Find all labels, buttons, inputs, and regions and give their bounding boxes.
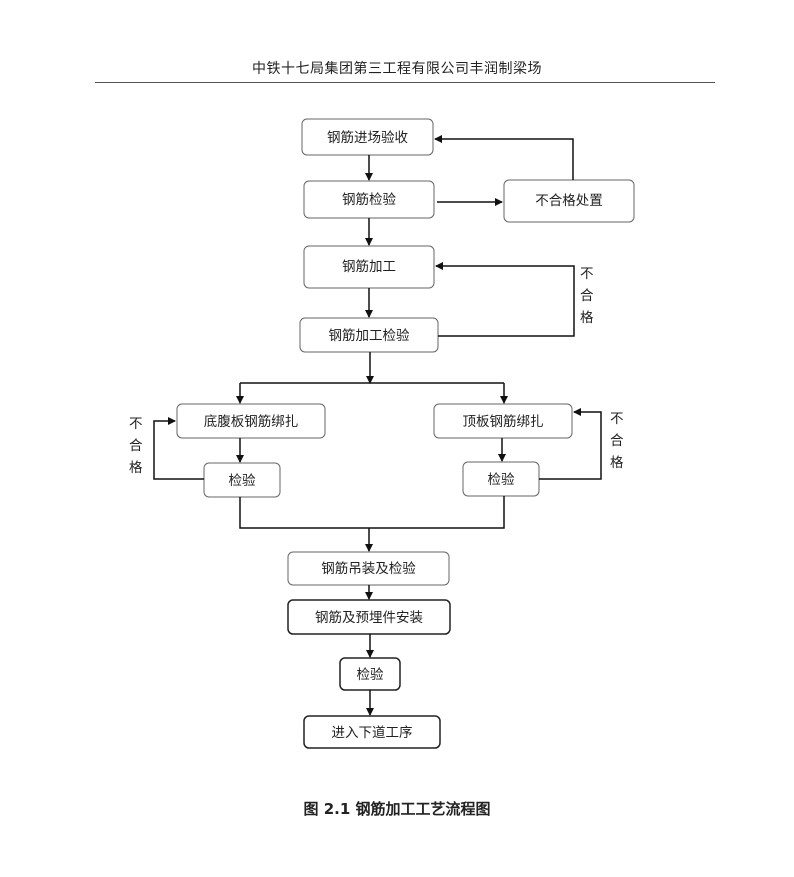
- svg-text:格: 格: [129, 460, 143, 476]
- svg-text:钢筋及预埋件安装: 钢筋及预埋件安装: [315, 609, 423, 626]
- node-inspection-left: 检验: [203, 462, 281, 498]
- svg-text:格: 格: [580, 310, 594, 326]
- node-embedded-install: 钢筋及预埋件安装: [287, 599, 451, 635]
- node-bottom-web-binding: 底腹板钢筋绑扎: [176, 403, 326, 439]
- figure-caption: 图 2.1 钢筋加工工艺流程图: [303, 800, 491, 818]
- node-rebar-inspection: 钢筋检验: [303, 180, 435, 219]
- node-next-process: 进入下道工序: [303, 715, 441, 749]
- svg-text:合: 合: [610, 433, 624, 449]
- svg-text:检验: 检验: [229, 473, 256, 489]
- svg-text:检验: 检验: [357, 667, 384, 683]
- svg-text:顶板钢筋绑扎: 顶板钢筋绑扎: [463, 413, 544, 430]
- svg-text:不合格处置: 不合格处置: [535, 193, 603, 209]
- page-header: 中铁十七局集团第三工程有限公司丰润制梁场: [252, 61, 542, 77]
- arrow-nonconforming-return: [434, 135, 574, 180]
- svg-text:钢筋进场验收: 钢筋进场验收: [327, 129, 408, 146]
- node-processing: 钢筋加工: [303, 245, 435, 289]
- svg-text:合: 合: [580, 288, 594, 304]
- svg-text:合: 合: [129, 438, 143, 454]
- svg-text:进入下道工序: 进入下道工序: [332, 725, 413, 741]
- node-top-slab-binding: 顶板钢筋绑扎: [433, 403, 573, 439]
- svg-text:钢筋加工检验: 钢筋加工检验: [329, 327, 410, 344]
- label-fail-processing: 不 合 格: [580, 266, 594, 326]
- arrow-left-fail-loop: [153, 417, 204, 480]
- arrow-processing-fail-loop: [435, 262, 575, 337]
- label-fail-left: 不 合 格: [129, 416, 143, 476]
- svg-text:钢筋吊装及检验: 钢筋吊装及检验: [321, 560, 416, 577]
- arrow-right-fail-loop: [539, 408, 602, 480]
- svg-text:不: 不: [610, 411, 624, 427]
- node-processing-inspection: 钢筋加工检验: [299, 317, 439, 353]
- svg-text:检验: 检验: [488, 472, 516, 488]
- node-nonconforming: 不合格处置: [503, 179, 635, 223]
- svg-text:格: 格: [610, 455, 624, 471]
- svg-text:钢筋加工: 钢筋加工: [342, 258, 396, 275]
- node-incoming-inspection: 钢筋进场验收: [301, 118, 434, 156]
- header-rule: [95, 82, 715, 83]
- node-inspection-final: 检验: [339, 657, 401, 691]
- node-hoisting-inspection: 钢筋吊装及检验: [287, 551, 450, 586]
- svg-text:钢筋检验: 钢筋检验: [342, 191, 396, 208]
- node-inspection-right: 检验: [462, 461, 540, 497]
- merge-line: [239, 496, 505, 529]
- svg-text:底腹板钢筋绑扎: 底腹板钢筋绑扎: [204, 413, 299, 430]
- label-fail-right: 不 合 格: [610, 411, 624, 471]
- svg-text:不: 不: [129, 416, 143, 432]
- svg-text:不: 不: [580, 266, 594, 282]
